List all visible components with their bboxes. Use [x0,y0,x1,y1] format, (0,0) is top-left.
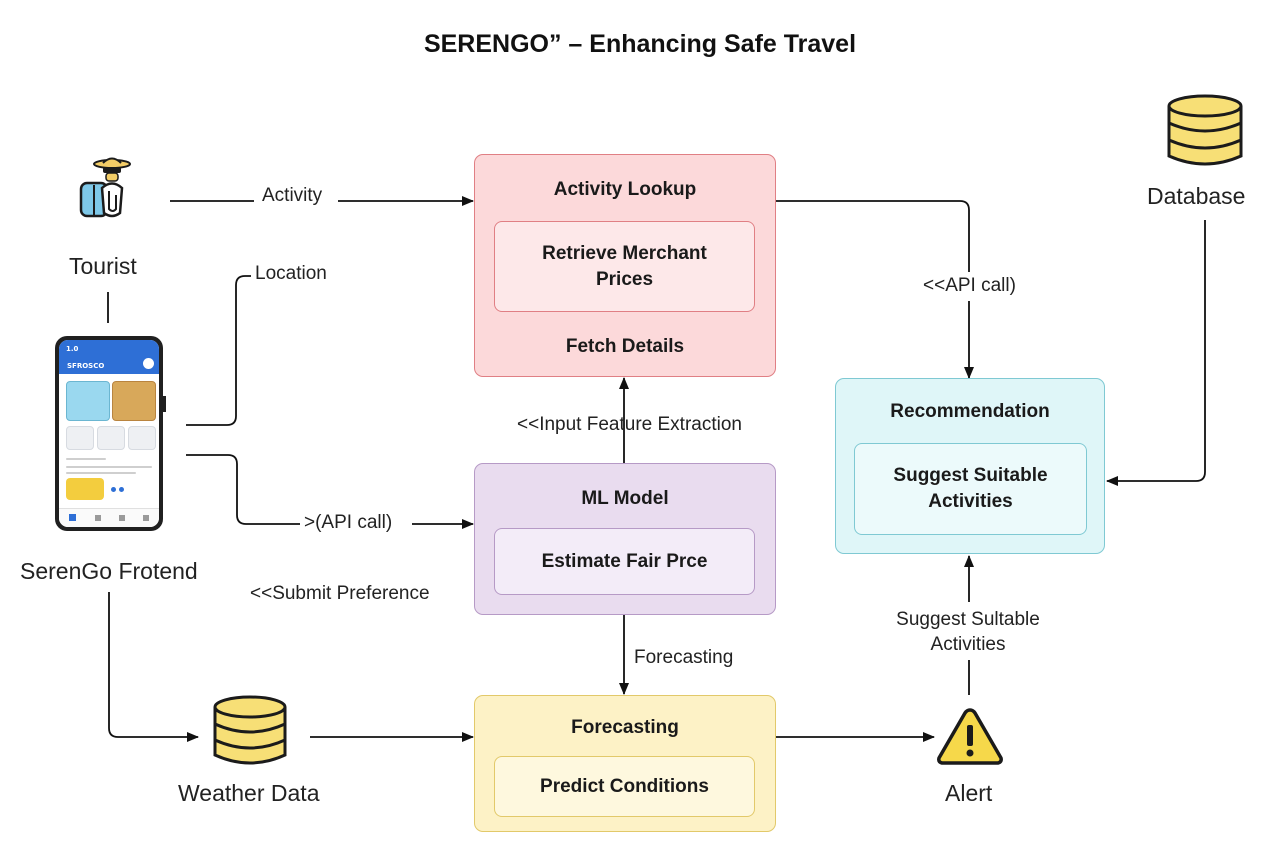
phone-menu-icon[interactable] [143,358,154,369]
tourist-icon [76,155,136,221]
warning-icon [936,706,1004,766]
phone-card-ticket[interactable] [66,478,104,500]
edge-database [1106,220,1206,486]
database-label: Database [1147,183,1246,209]
edge-label-api-call-left: >(API call) [304,512,393,533]
phone-tile-1[interactable] [66,426,94,450]
phone-text-line [66,458,106,460]
nav-icon[interactable] [143,515,149,521]
edge-label-input-feature: <<Input Feature Extraction [517,414,742,435]
activity-lookup-title: Activity Lookup [553,179,697,200]
nav-icon[interactable] [119,515,125,521]
edge-label-api-call-right: <<API call) [923,275,1016,296]
weather-data-label: Weather Data [178,780,320,806]
edge-api-call-left [186,454,473,524]
tourist-label: Tourist [69,253,137,279]
phone-screen: 1.0 SFROSCO [59,340,159,527]
edge-label-forecasting: Forecasting [634,647,734,668]
database-icon [1166,94,1244,168]
recommendation-box: Recommendation Suggest Suitable Activiti… [835,378,1105,554]
phone-mockup: 1.0 SFROSCO [55,336,163,531]
ml-model-title: ML Model [581,488,669,509]
phone-app-name: SFROSCO [67,362,105,370]
phone-text-line [66,472,136,474]
edge-label-submit-preference: <<Submit Preference [250,583,430,604]
weather-database-icon [212,695,288,767]
phone-status-time: 1.0 [66,345,79,353]
predict-conditions: Predict Conditions [494,756,755,817]
retrieve-merchant-prices: Retrieve Merchant Prices [494,221,755,312]
edge-location [186,275,251,426]
phone-card-image-1[interactable] [66,381,110,421]
recommendation-title: Recommendation [890,401,1050,422]
phone-nav-bar [59,508,159,527]
phone-text-line [66,466,152,468]
frontend-label: SerenGo Frotend [20,558,198,584]
alert-label: Alert [945,780,993,806]
fetch-details: Fetch Details [565,336,685,357]
activity-lookup-box: Activity Lookup Retrieve Merchant Prices… [474,154,776,377]
phone-side-button [163,396,166,412]
phone-dot-icon [111,487,116,492]
phone-tile-2[interactable] [97,426,125,450]
edge-frontend-weather [108,592,199,742]
suggest-suitable-activities: Suggest Suitable Activities [854,443,1087,535]
edge-label-activity: Activity [262,185,323,206]
estimate-fair-price: Estimate Fair Prce [494,528,755,595]
ml-model-box: ML Model Estimate Fair Prce [474,463,776,615]
edge-label-suggest: Suggest Sultable Activities [896,609,1040,655]
nav-icon[interactable] [95,515,101,521]
phone-tile-3[interactable] [128,426,156,450]
phone-app-bar [59,340,159,374]
phone-card-image-2[interactable] [112,381,156,421]
edge-label-location: Location [255,263,327,284]
forecasting-box: Forecasting Predict Conditions [474,695,776,832]
phone-dot-icon [119,487,124,492]
forecasting-title: Forecasting [571,717,679,738]
diagram-title: SERENGO” – Enhancing Safe Travel [423,30,857,58]
home-icon[interactable] [69,514,76,521]
edge-api-call-right [776,200,969,378]
